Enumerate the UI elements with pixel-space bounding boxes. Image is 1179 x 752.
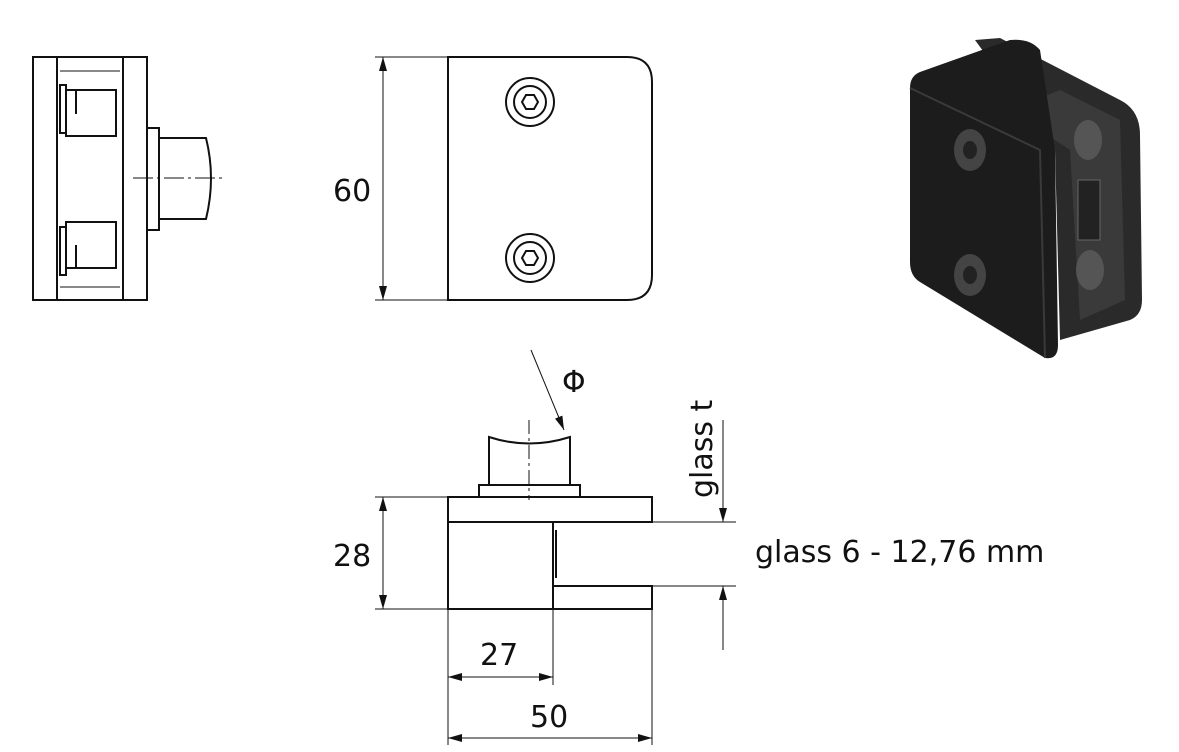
screw-bottom bbox=[505, 233, 555, 283]
dim-width-50: 50 bbox=[530, 700, 568, 735]
screw-top bbox=[505, 77, 555, 127]
dim-height-60: 60 bbox=[333, 174, 371, 209]
glass-t-label: glass t bbox=[685, 399, 720, 498]
bottom-view: Φ glass t glass 6 - 12,76 mm 28 27 50 bbox=[333, 349, 1044, 745]
glass-range-label: glass 6 - 12,76 mm bbox=[755, 535, 1044, 570]
diameter-symbol: Φ bbox=[562, 365, 586, 400]
side-view bbox=[32, 56, 222, 301]
dim-height-28: 28 bbox=[333, 539, 371, 574]
dim-depth-27: 27 bbox=[480, 638, 518, 673]
front-view: 60 bbox=[333, 56, 653, 301]
product-3d-render bbox=[909, 38, 1142, 359]
